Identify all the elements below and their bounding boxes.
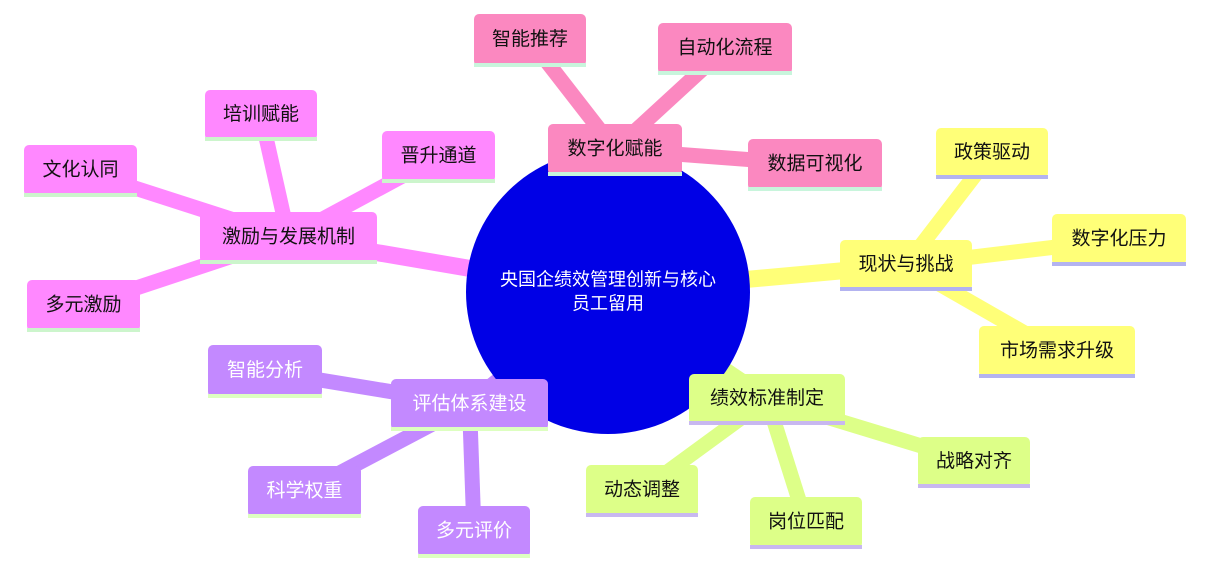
node-label: 数字化赋能 (567, 138, 662, 160)
branch-node[interactable]: 现状与挑战 (840, 240, 972, 291)
leaf-node[interactable]: 数字化压力 (1052, 214, 1186, 266)
node-label: 战略对齐 (936, 450, 1012, 472)
branch-node[interactable]: 评估体系建设 (391, 379, 548, 431)
leaf-node[interactable]: 自动化流程 (658, 23, 792, 75)
node-label: 动态调整 (604, 479, 680, 501)
node-underline (418, 554, 530, 558)
node-box (1052, 214, 1186, 265)
leaf-node[interactable]: 智能推荐 (474, 14, 586, 67)
leaf-node[interactable]: 战略对齐 (918, 437, 1030, 488)
node-underline (27, 328, 140, 332)
node-box (200, 212, 377, 263)
node-box (548, 124, 682, 175)
node-box (748, 139, 882, 190)
node-label: 文化认同 (42, 159, 118, 181)
node-box (205, 90, 317, 140)
leaf-node[interactable]: 市场需求升级 (979, 326, 1135, 378)
node-underline (205, 137, 317, 141)
branch-node[interactable]: 数字化赋能 (548, 124, 682, 176)
node-underline (586, 513, 698, 517)
leaf-node[interactable]: 文化认同 (24, 145, 137, 197)
leaf-node[interactable]: 培训赋能 (205, 90, 317, 141)
node-underline (248, 514, 361, 518)
node-box (586, 465, 698, 516)
node-box (24, 145, 137, 196)
node-box (689, 374, 845, 424)
leaf-node[interactable]: 多元激励 (27, 280, 140, 332)
leaf-node[interactable]: 科学权重 (248, 466, 361, 518)
node-label: 智能推荐 (492, 28, 568, 50)
node-label: 智能分析 (227, 359, 303, 381)
node-underline (24, 193, 137, 197)
node-underline (208, 394, 322, 398)
leaf-node[interactable]: 数据可视化 (748, 139, 882, 191)
node-label: 数据可视化 (767, 153, 862, 175)
node-box (936, 128, 1048, 178)
node-underline (658, 71, 792, 75)
node-label: 评估体系建设 (412, 393, 526, 415)
node-label: 绩效标准制定 (710, 387, 824, 409)
node-underline (1052, 262, 1186, 266)
root-label: 央国企绩效管理创新与核心 (500, 270, 716, 291)
node-underline (474, 63, 586, 67)
node-underline (748, 187, 882, 191)
root-label: 员工留用 (572, 294, 644, 315)
node-box (208, 345, 322, 397)
leaf-node[interactable]: 智能分析 (208, 345, 322, 398)
leaf-node[interactable]: 多元评价 (418, 506, 530, 558)
node-label: 多元评价 (436, 520, 512, 542)
node-underline (750, 545, 862, 549)
node-box (27, 280, 140, 331)
leaf-node[interactable]: 晋升通道 (382, 131, 495, 183)
node-box (391, 379, 548, 430)
leaf-node[interactable]: 动态调整 (586, 465, 698, 517)
node-box (840, 240, 972, 290)
node-box (918, 437, 1030, 487)
node-label: 政策驱动 (954, 141, 1030, 163)
node-box (979, 326, 1135, 377)
node-underline (918, 484, 1030, 488)
node-box (750, 497, 862, 548)
node-underline (689, 421, 845, 425)
node-label: 现状与挑战 (858, 253, 953, 275)
node-box (474, 14, 586, 66)
node-underline (548, 172, 682, 176)
node-underline (200, 260, 377, 264)
node-box (248, 466, 361, 517)
node-underline (979, 374, 1135, 378)
node-label: 岗位匹配 (768, 511, 844, 533)
branch-node[interactable]: 绩效标准制定 (689, 374, 845, 425)
node-box (382, 131, 495, 182)
branch-node[interactable]: 激励与发展机制 (200, 212, 377, 264)
node-underline (840, 287, 972, 291)
node-label: 培训赋能 (223, 103, 299, 125)
node-label: 数字化压力 (1071, 228, 1166, 250)
node-label: 科学权重 (266, 480, 342, 502)
node-underline (382, 179, 495, 183)
node-label: 多元激励 (45, 294, 121, 316)
node-label: 自动化流程 (677, 37, 772, 59)
node-box (658, 23, 792, 74)
node-underline (391, 427, 548, 431)
leaf-node[interactable]: 政策驱动 (936, 128, 1048, 179)
node-underline (936, 175, 1048, 179)
leaf-node[interactable]: 岗位匹配 (750, 497, 862, 549)
root-circle (466, 150, 750, 434)
node-label: 市场需求升级 (1000, 340, 1114, 362)
node-box (418, 506, 530, 557)
node-label: 激励与发展机制 (222, 226, 355, 248)
node-label: 晋升通道 (400, 145, 476, 167)
